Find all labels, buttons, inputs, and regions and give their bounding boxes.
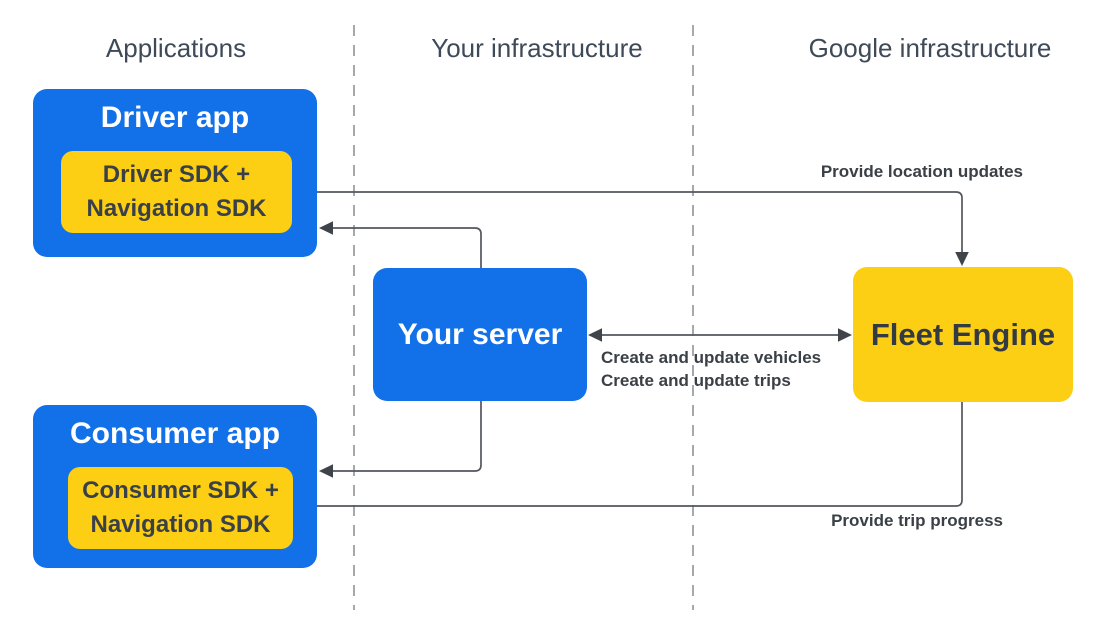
arrow-server-fleet-bidirectional <box>588 328 852 342</box>
consumer-sdk-label-line2: Navigation SDK <box>90 511 271 538</box>
your-server-node: Your server <box>373 268 587 401</box>
driver-sdk-label-line2: Navigation SDK <box>86 195 267 222</box>
label-create-update-vehicles: Create and update vehicles <box>601 348 822 367</box>
column-heading-your-infrastructure: Your infrastructure <box>431 33 643 63</box>
column-heading-google-infrastructure: Google infrastructure <box>808 33 1052 63</box>
consumer-sdk-node: Consumer SDK + Navigation SDK <box>68 467 293 549</box>
consumer-app-title: Consumer app <box>69 417 281 450</box>
consumer-app-node: Consumer app Consumer SDK + Navigation S… <box>33 405 317 568</box>
column-divider-right <box>692 25 694 610</box>
arrow-server-to-driver-app <box>319 221 482 268</box>
consumer-sdk-label-line1: Consumer SDK + <box>82 477 279 504</box>
label-provide-trip-progress: Provide trip progress <box>831 511 1003 530</box>
label-create-update-trips: Create and update trips <box>601 370 791 390</box>
column-divider-left <box>353 25 355 610</box>
label-create-update-vehicles-trips: Create and update vehicles Create and up… <box>601 347 821 392</box>
arrow-location-updates <box>292 191 969 266</box>
your-server-title: Your server <box>397 317 563 351</box>
fleet-engine-node: Fleet Engine <box>853 267 1073 402</box>
driver-sdk-node: Driver SDK + Navigation SDK <box>61 151 292 233</box>
fleet-engine-title: Fleet Engine <box>870 316 1056 352</box>
arrow-fleet-to-consumer-sdk <box>295 402 963 513</box>
driver-sdk-label-line1: Driver SDK + <box>102 161 251 188</box>
arrow-server-to-consumer-app <box>319 401 482 478</box>
column-heading-applications: Applications <box>105 33 247 63</box>
label-provide-location-updates: Provide location updates <box>820 162 1023 181</box>
driver-app-title: Driver app <box>100 101 250 134</box>
driver-app-node: Driver app Driver SDK + Navigation SDK <box>33 89 317 257</box>
